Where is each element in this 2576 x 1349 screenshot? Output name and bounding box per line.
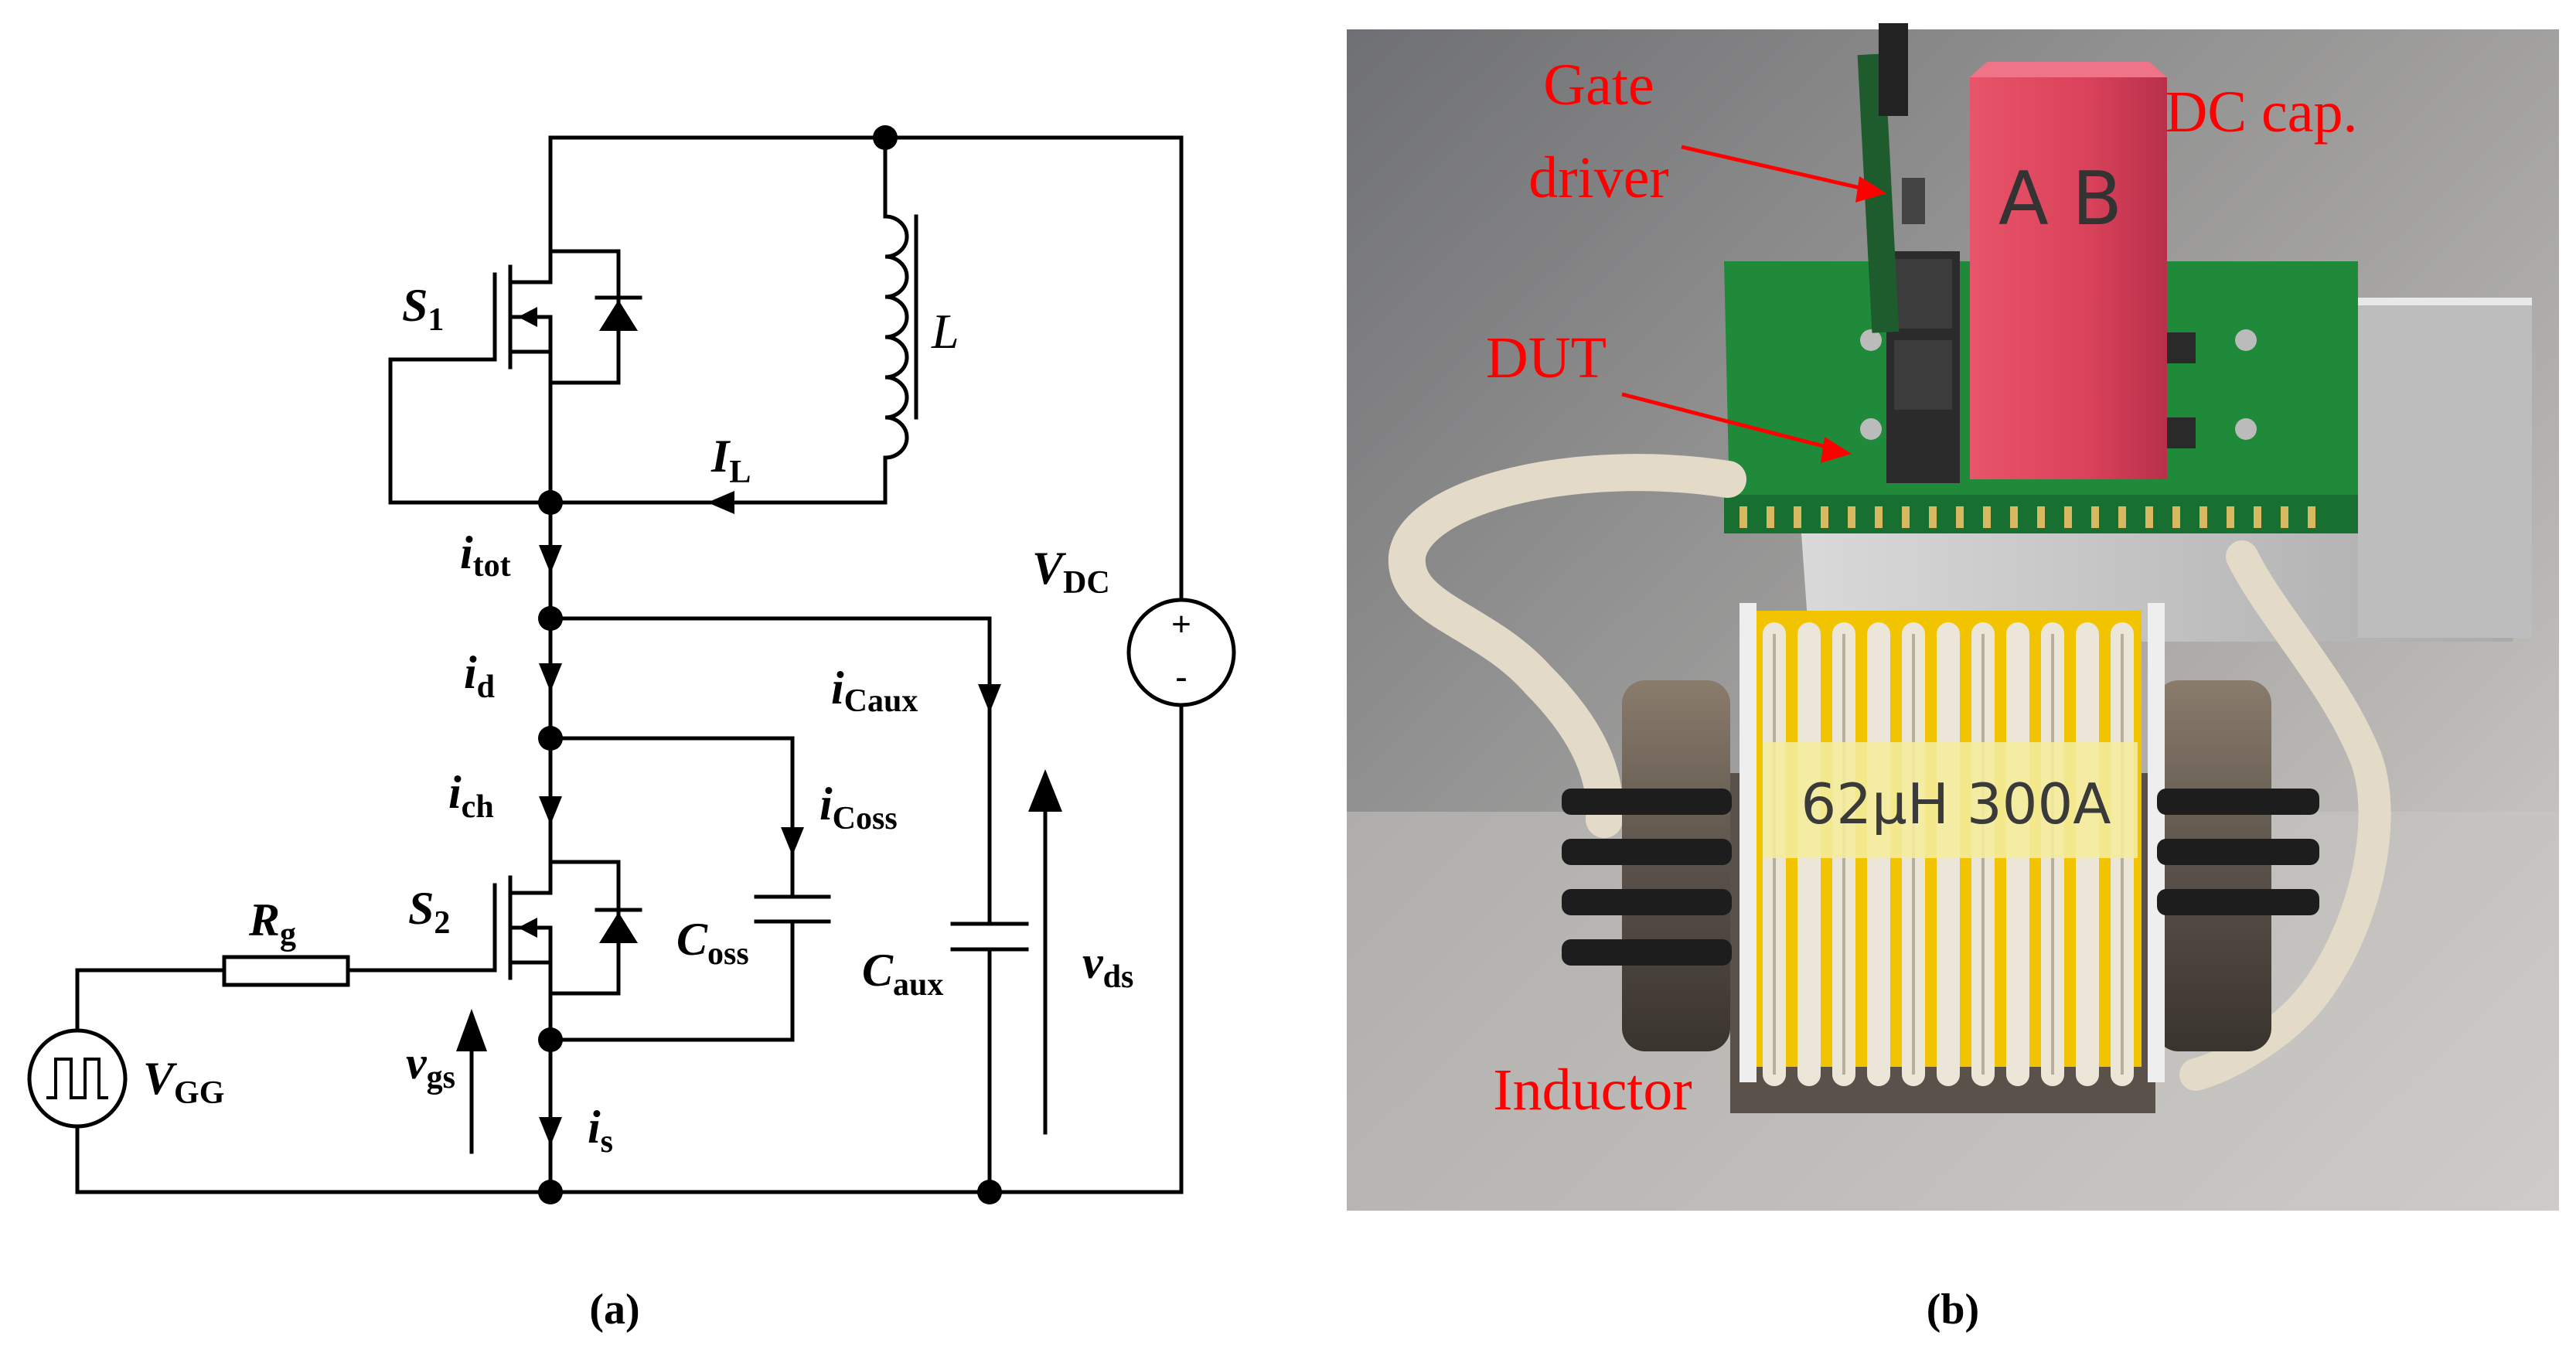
icoss-arrow <box>781 827 804 856</box>
vgs-arrow <box>456 1009 487 1051</box>
s1-label: S1 <box>402 280 444 338</box>
gate-driver-annotation-line2: driver <box>1528 145 1668 210</box>
dc-cap-annotation: DC cap. <box>2165 80 2357 145</box>
caux-capacitor <box>950 921 1029 952</box>
circuit-diagram: + - S1 L IL itot VDC id iCaux ich iCoss … <box>27 125 1236 1334</box>
rg-label: Rg <box>248 894 296 952</box>
ich-arrow <box>539 796 562 825</box>
icaux-label: iCaux <box>831 663 918 719</box>
hardware-photo: A B <box>1347 23 2559 1334</box>
s2-mosfet <box>492 860 642 1042</box>
vgg-label: VGG <box>143 1053 224 1111</box>
inductor-marking: 62μH 300A <box>1801 772 2111 836</box>
id-label: id <box>464 647 495 705</box>
ich-label: ich <box>448 767 494 825</box>
caption-b: (b) <box>1927 1286 1979 1334</box>
gate-driver-annotation-line1: Gate <box>1543 53 1654 118</box>
itot-arrow <box>539 545 562 574</box>
gate-driver-pointer <box>1681 145 1868 192</box>
vdc-label: VDC <box>1032 543 1110 601</box>
icaux-arrow <box>978 684 1001 713</box>
vdc-source: + - <box>1126 598 1236 707</box>
s1-mosfet <box>388 249 642 505</box>
coss-capacitor <box>754 894 831 924</box>
inductor-annotation: Inductor <box>1493 1058 1692 1122</box>
id-arrow <box>539 663 562 692</box>
dut-annotation: DUT <box>1486 325 1607 390</box>
il-arrow <box>707 491 734 514</box>
left-cable <box>1388 454 1746 838</box>
inductor-assembly: 62μH 300A <box>1562 603 2319 1113</box>
dut-module <box>1886 251 1960 483</box>
dc-capacitor: A B <box>1970 62 2167 479</box>
vds-label: vds <box>1082 937 1133 995</box>
caux-label: Caux <box>862 945 943 1003</box>
vds-arrow <box>1028 769 1062 812</box>
vdc-minus-sign: - <box>1175 657 1187 698</box>
icoss-label: iCoss <box>819 778 898 836</box>
vdc-plus-sign: + <box>1171 605 1191 643</box>
itot-label: itot <box>460 527 511 584</box>
coss-label: Coss <box>676 914 749 972</box>
cap-marking: A B <box>1998 157 2122 242</box>
vgs-label: vgs <box>406 1037 455 1095</box>
s2-label: S2 <box>408 883 450 941</box>
inductor-symbol <box>548 135 918 514</box>
dut-pointer <box>1621 392 1833 451</box>
rg-resistor <box>222 955 350 987</box>
vgg-source <box>27 1028 128 1129</box>
il-label: IL <box>710 431 751 490</box>
is-label: is <box>588 1102 613 1160</box>
is-arrow <box>539 1117 562 1146</box>
inductor-label: L <box>931 304 959 359</box>
caption-a: (a) <box>589 1286 639 1334</box>
